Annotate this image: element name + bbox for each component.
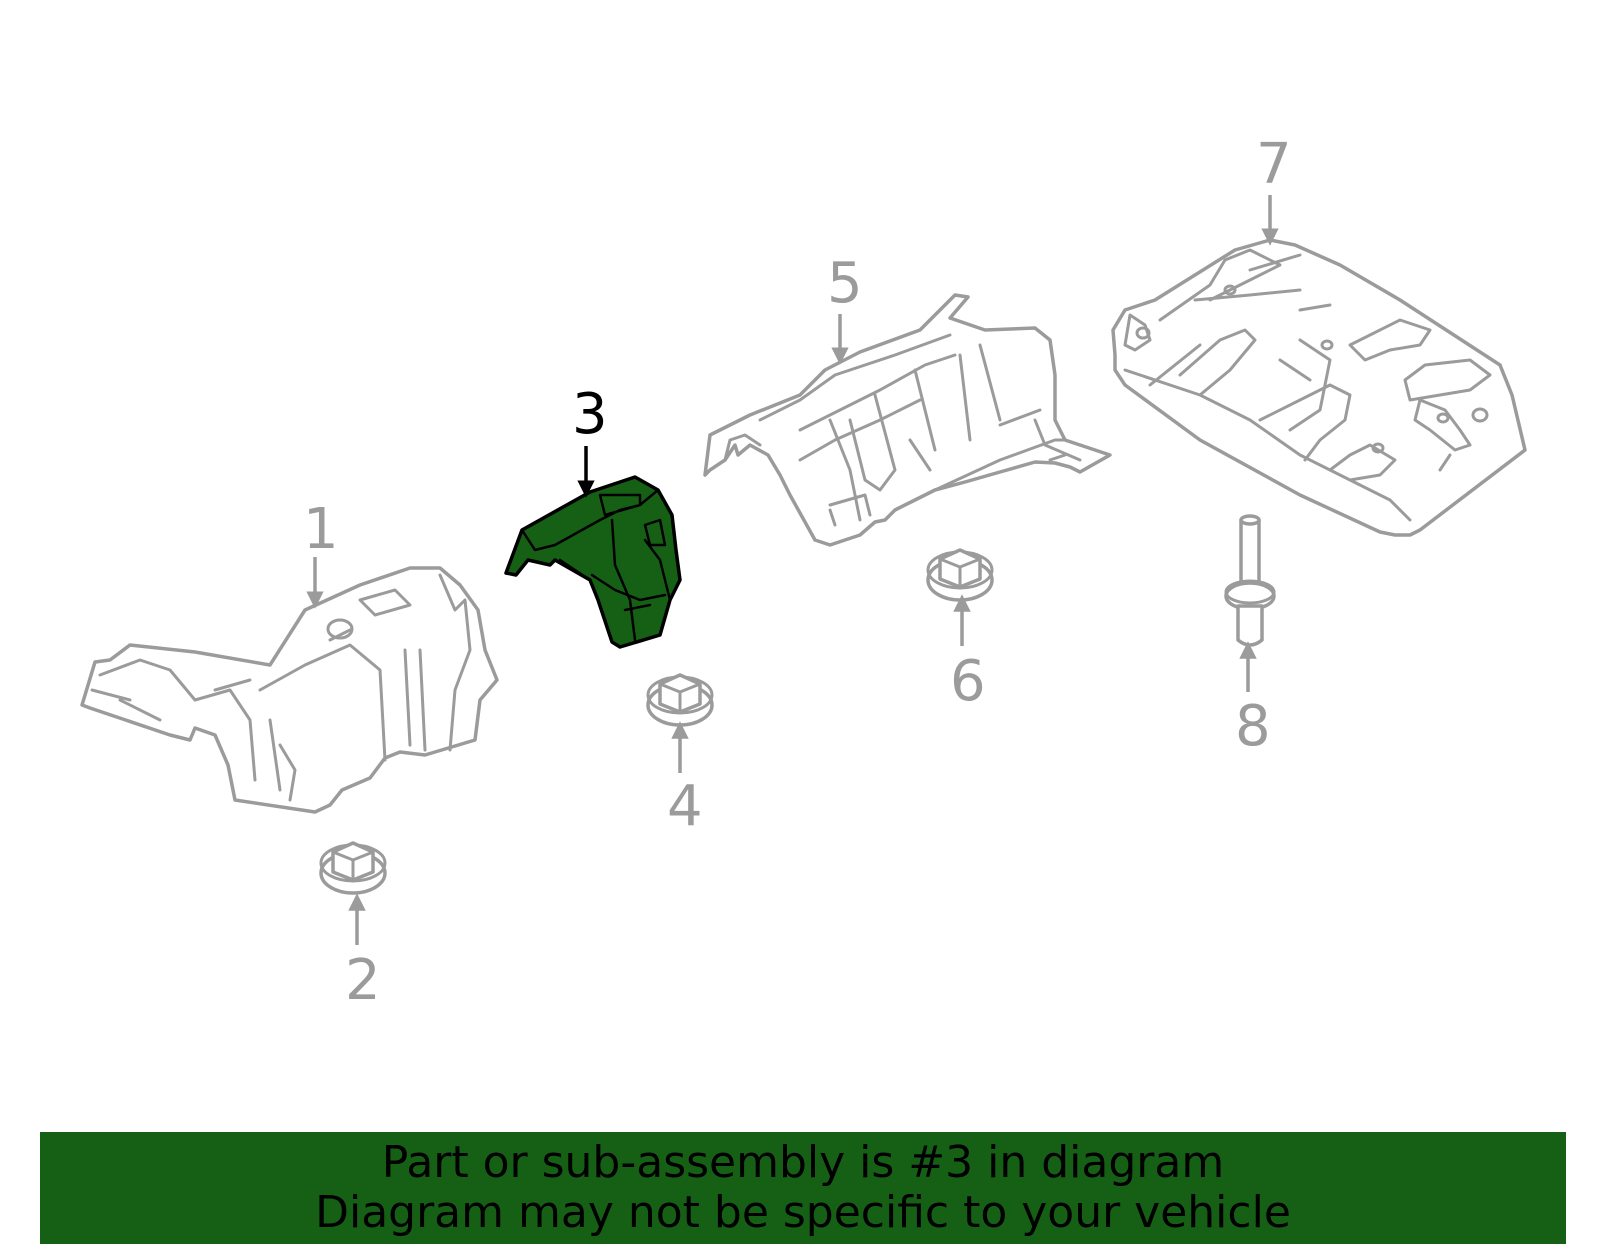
- info-banner: Part or sub-assembly is #3 in diagram Di…: [40, 1132, 1566, 1244]
- callout-7: 7: [1256, 132, 1292, 197]
- callout-5: 5: [827, 251, 863, 316]
- callout-3: 3: [572, 382, 608, 447]
- part-5-heat-shield[interactable]: [703, 293, 1112, 547]
- callout-1: 1: [303, 497, 339, 562]
- part-1-heat-shield[interactable]: [80, 566, 499, 814]
- callout-2: 2: [345, 948, 381, 1013]
- part-3-heat-shield-bracket[interactable]: [504, 475, 682, 649]
- callout-4: 4: [667, 774, 703, 839]
- callout-6: 6: [950, 649, 986, 714]
- callout-8: 8: [1235, 694, 1271, 759]
- part-7-heat-shield[interactable]: [1111, 238, 1527, 537]
- part-4-nut[interactable]: [646, 673, 714, 727]
- callout-arrows: [306, 195, 1279, 945]
- banner-line-disclaimer: Diagram may not be specific to your vehi…: [315, 1187, 1291, 1238]
- banner-line-part-number: Part or sub-assembly is #3 in diagram: [381, 1137, 1225, 1188]
- part-2-nut[interactable]: [319, 841, 387, 895]
- callout-labels: 1 2 3 4 5 6 7 8: [303, 132, 1292, 1013]
- part-6-nut[interactable]: [926, 548, 994, 602]
- part-8-stud[interactable]: [1224, 514, 1276, 647]
